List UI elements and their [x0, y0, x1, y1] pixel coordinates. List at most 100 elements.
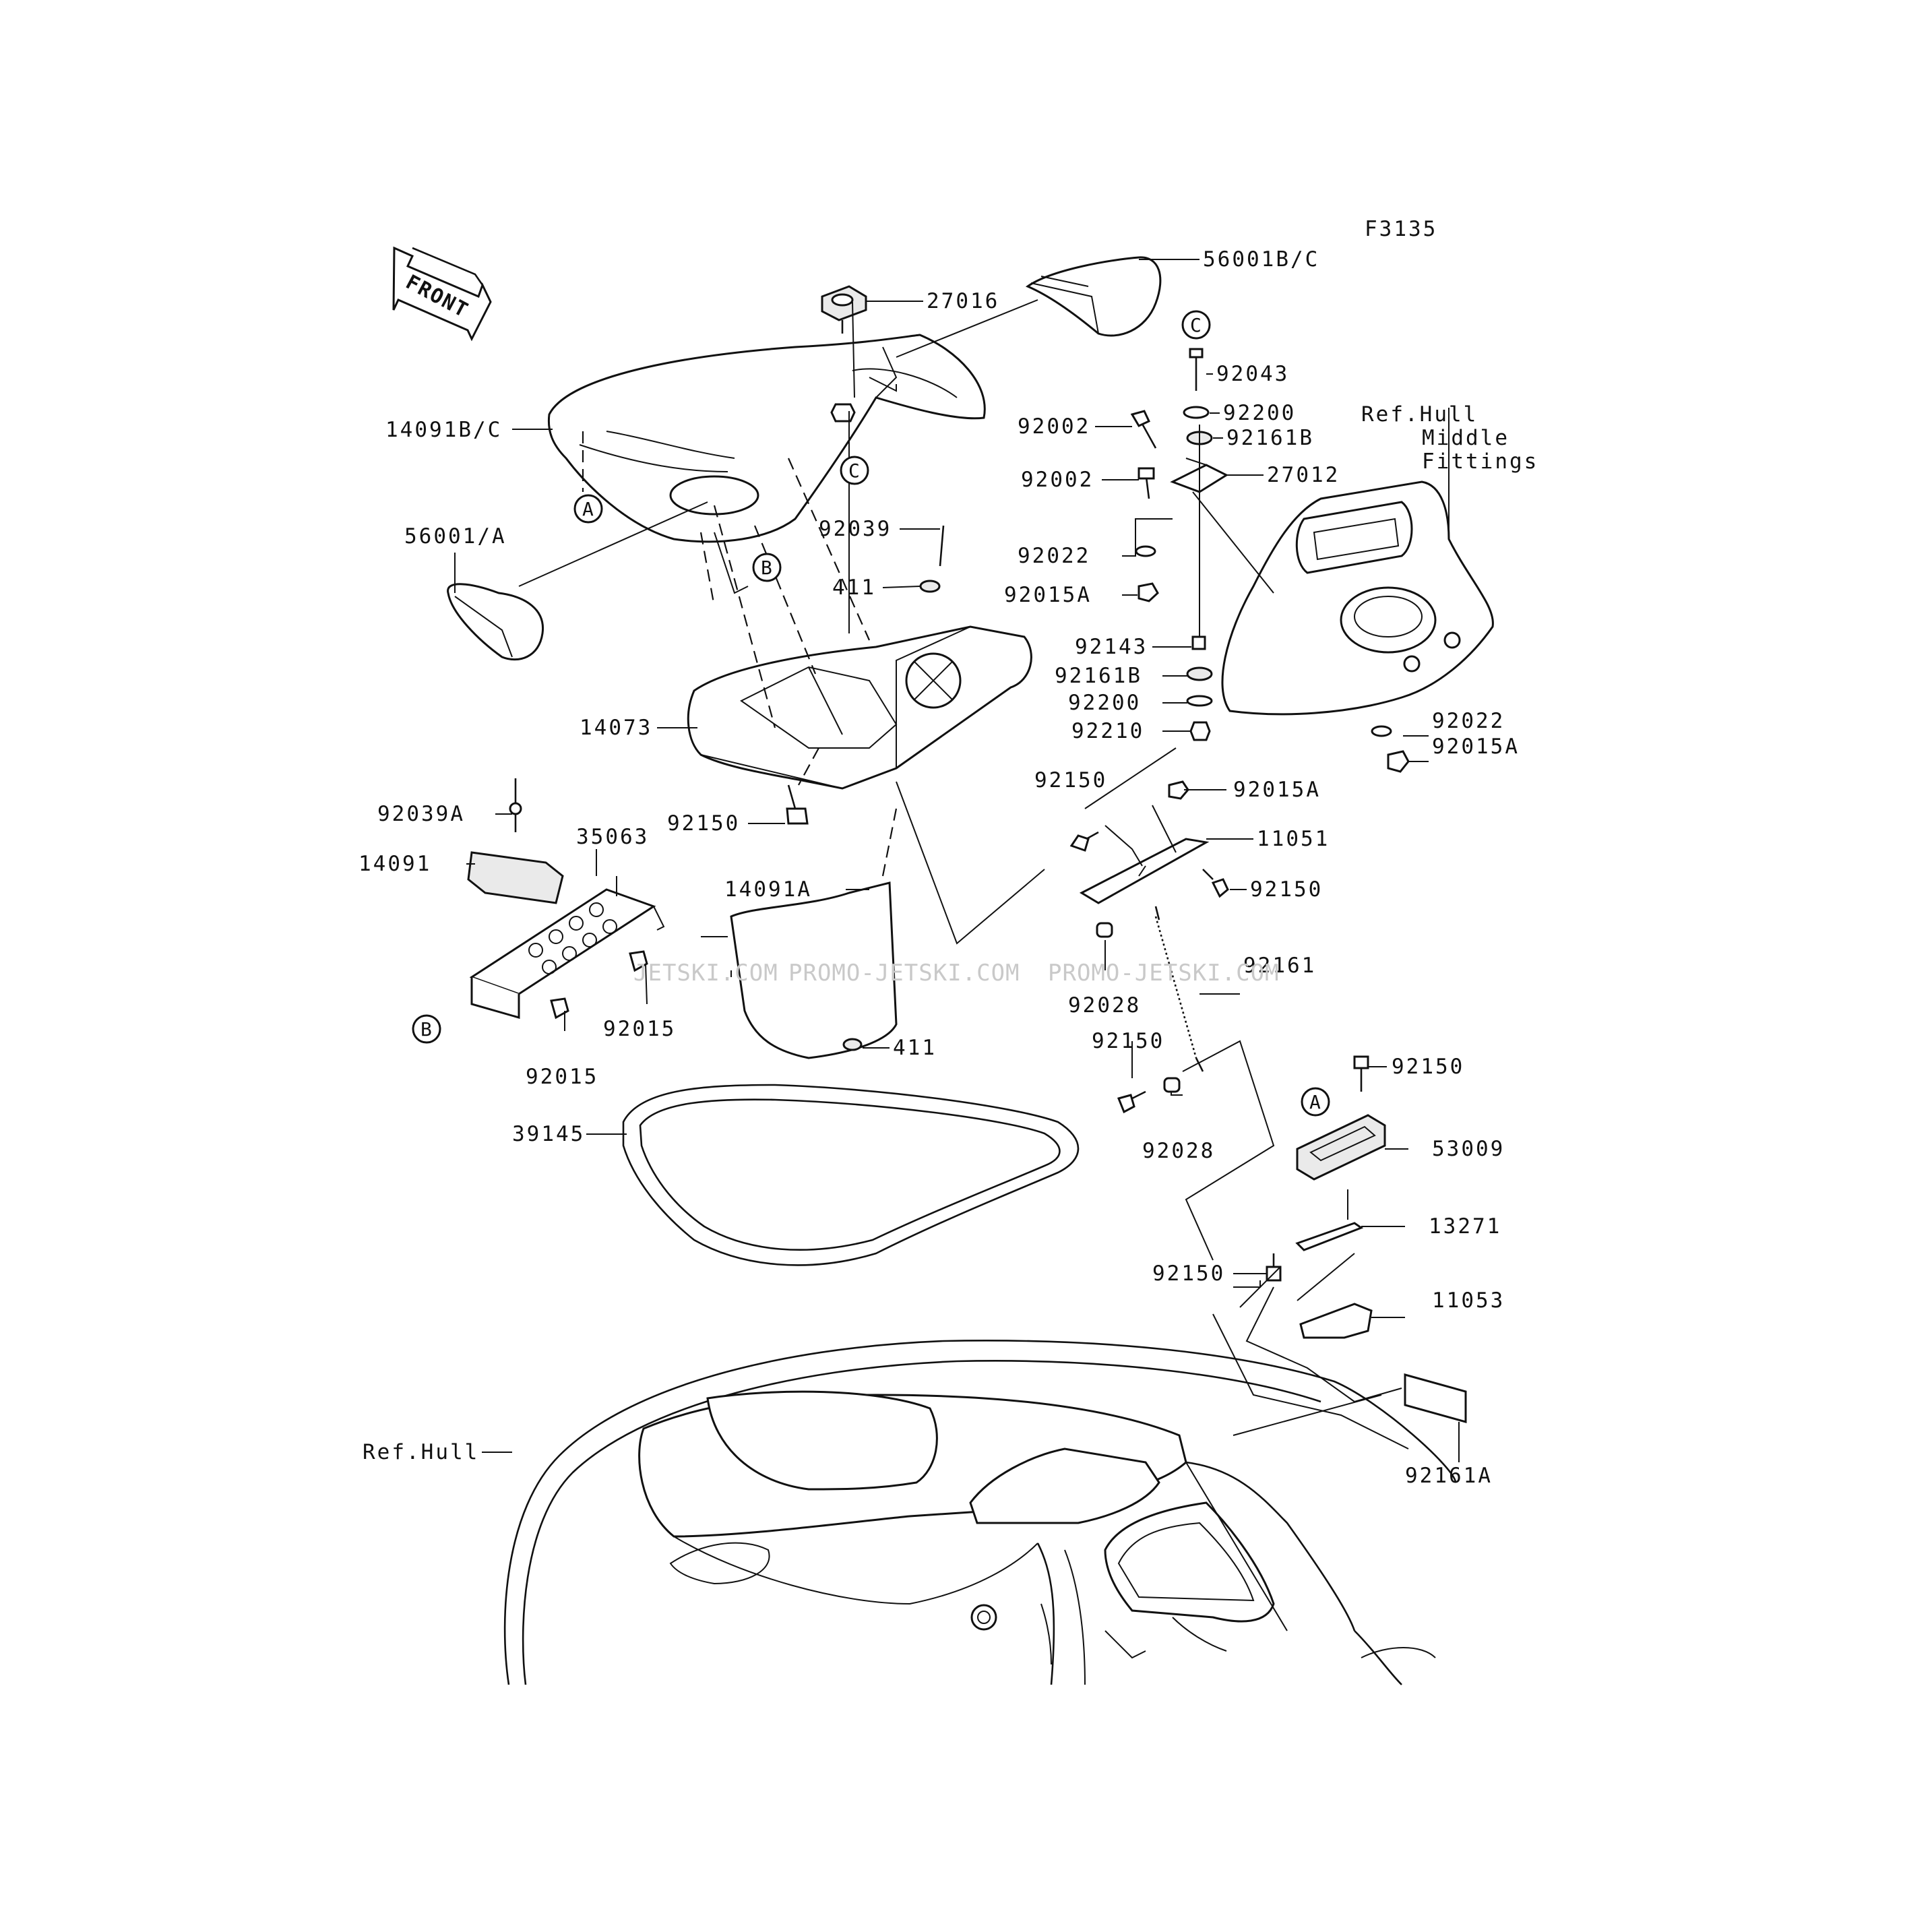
- label-92043: 92043: [1216, 362, 1289, 386]
- label-92200-mid: 92200: [1068, 691, 1141, 715]
- svg-text:A: A: [1309, 1091, 1321, 1113]
- label-92150-right: 92150: [1250, 877, 1323, 902]
- middle-fitting-housing: [1221, 480, 1494, 716]
- label-ref-hull-middle-3: Fittings: [1422, 449, 1538, 474]
- washer-92022-right: [1371, 725, 1392, 737]
- callout-a-seat: A: [573, 494, 603, 524]
- nut-92015-b: [550, 997, 569, 1020]
- label-92150-left: 92150: [667, 811, 740, 836]
- hull-body: [503, 1340, 1457, 1685]
- label-92143: 92143: [1075, 635, 1148, 659]
- label-14073: 14073: [580, 716, 652, 740]
- label-11051: 11051: [1257, 827, 1330, 851]
- label-92015-bottom: 92015: [526, 1065, 598, 1089]
- bolt-92039a: [509, 778, 522, 832]
- label-39145: 39145: [512, 1122, 585, 1146]
- washer-92200-top: [1183, 406, 1210, 419]
- label-92039: 92039: [819, 517, 892, 541]
- label-92161a: [1404, 1373, 1467, 1423]
- plate-13271: [1295, 1222, 1364, 1251]
- panel-14091a: [730, 881, 898, 1059]
- callout-c-seat: C: [840, 456, 869, 485]
- label-14091: 14091: [359, 852, 431, 876]
- label-92200-top: 92200: [1223, 401, 1296, 425]
- bolt-92039: [919, 525, 945, 593]
- gasket-39145: [622, 1084, 1080, 1266]
- front-arrow-icon: FRONT: [392, 246, 492, 342]
- washer-92161b-mid: [1186, 666, 1213, 681]
- bolt-92150-right: [1202, 869, 1229, 898]
- label-27016: 27016: [927, 289, 999, 313]
- bracket-35063: [469, 888, 665, 1019]
- callout-b-seat: B: [752, 553, 782, 582]
- label-92161b-top: 92161B: [1226, 426, 1314, 450]
- svg-text:B: B: [420, 1018, 432, 1040]
- label-92150-bottom: 92150: [1152, 1261, 1225, 1286]
- bracket-11051: [1079, 780, 1210, 904]
- washer-92022-left: [1135, 545, 1156, 557]
- label-92161a: 92161A: [1405, 1464, 1493, 1488]
- label-ref-hull-middle-2: Middle: [1422, 426, 1509, 450]
- label-11053: 11053: [1432, 1288, 1505, 1313]
- label-411-bottom: 411: [893, 1036, 937, 1060]
- label-13271: 13271: [1429, 1214, 1501, 1239]
- svg-text:C: C: [848, 460, 860, 482]
- label-92028-b: 92028: [1142, 1139, 1215, 1163]
- label-92150-far: 92150: [1392, 1055, 1464, 1079]
- label-ref-hull-bottom: Ref.Hull: [363, 1440, 479, 1464]
- watermark-2: PROMO-JETSKI.COM: [788, 960, 1020, 987]
- bracket-11053: [1299, 1303, 1373, 1339]
- label-53009: 53009: [1432, 1137, 1505, 1161]
- label-92039a: 92039A: [377, 802, 465, 826]
- bolt-92002-a: [1130, 410, 1157, 449]
- label-ref-hull-middle-1: Ref.Hull: [1361, 402, 1478, 427]
- label-92015-right: 92015: [603, 1017, 676, 1041]
- label-27012: 27012: [1267, 463, 1340, 487]
- label-56001bc: 56001B/C: [1203, 247, 1319, 272]
- nut-92015a-left: [1138, 582, 1159, 602]
- label-14091bc: 14091B/C: [385, 418, 502, 442]
- label-92161b-mid: 92161B: [1055, 664, 1142, 688]
- bolt-92150-low: [1117, 1090, 1146, 1114]
- label-92022-left: 92022: [1018, 544, 1090, 568]
- label-92015a-right: 92015A: [1432, 735, 1520, 759]
- label-92022-right: 92022: [1432, 709, 1505, 733]
- leader-lines: [454, 259, 1460, 1462]
- label-92150-mid: 92150: [1034, 768, 1107, 792]
- nut-92015a-mid: [1168, 780, 1189, 800]
- bolt-92150-mid: [1069, 831, 1099, 852]
- svg-text:C: C: [1190, 314, 1202, 336]
- callout-b-bracket: B: [412, 1014, 441, 1044]
- svg-text:A: A: [582, 498, 594, 520]
- bolt-92150-far: [1353, 1055, 1369, 1092]
- label-35063: 35063: [576, 825, 649, 849]
- washer-92200-mid: [1186, 695, 1213, 707]
- label-92002-a: 92002: [1018, 414, 1090, 439]
- svg-text:B: B: [761, 557, 772, 579]
- damper-92161: [1154, 906, 1204, 1072]
- latch-53009: [1296, 1114, 1386, 1181]
- storage-pod-14073: [687, 625, 1032, 790]
- bolt-92150-bottom: [1266, 1253, 1282, 1282]
- seat-cover-56001a: [447, 583, 544, 661]
- seat-cover-56001bc: [1025, 256, 1162, 337]
- collar-92143: [1191, 635, 1206, 650]
- collar-92028-b: [1163, 1077, 1181, 1093]
- label-92028-a: 92028: [1068, 993, 1141, 1018]
- label-92150-low: 92150: [1092, 1029, 1164, 1053]
- seat-top: [547, 334, 986, 543]
- label-56001a: 56001/A: [404, 524, 507, 549]
- grip-14091: [467, 851, 564, 904]
- label-92015a-left: 92015A: [1004, 583, 1092, 607]
- watermark-3: PROMO-JETSKI.COM: [1048, 960, 1280, 987]
- figure-code: F3135: [1365, 217, 1437, 241]
- watermark-1: JETSKI.COM: [633, 960, 778, 987]
- label-92210: 92210: [1071, 719, 1144, 743]
- bolt-92150-left: [786, 784, 809, 825]
- collar-92028-a: [1096, 922, 1113, 938]
- label-92002-b: 92002: [1021, 468, 1094, 492]
- bolt-92043: [1189, 348, 1204, 391]
- nut-92210: [1189, 721, 1211, 741]
- label-92161: 92161: [1243, 954, 1316, 978]
